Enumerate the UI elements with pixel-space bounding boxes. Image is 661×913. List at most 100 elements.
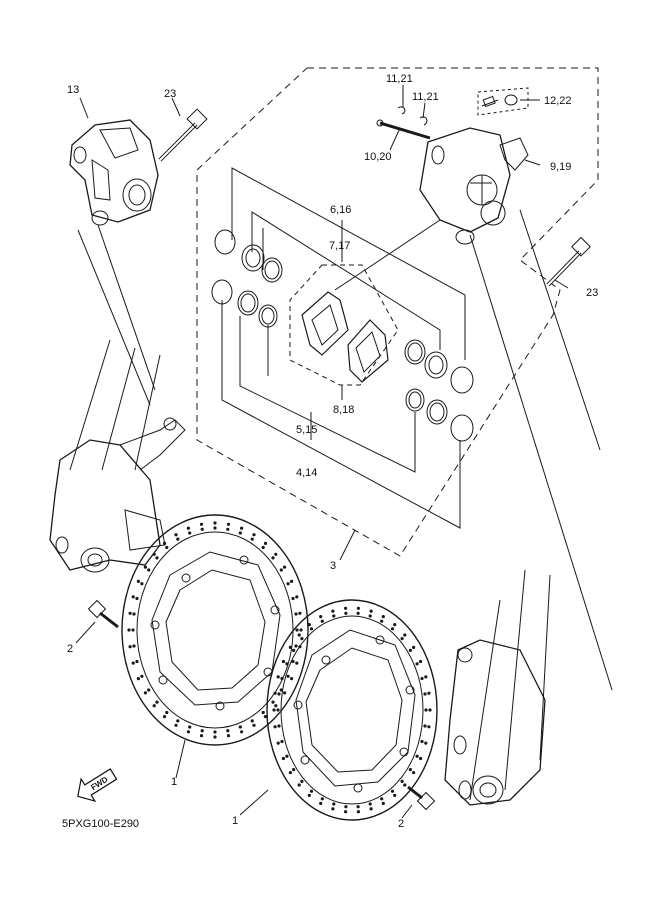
drill-hole [276, 741, 280, 745]
callout-23-right: 23 [586, 287, 599, 299]
drill-hole [292, 648, 296, 653]
callout-4-14: 4,14 [296, 467, 318, 479]
drill-hole [390, 789, 395, 793]
drill-hole [368, 802, 372, 806]
drill-hole [140, 674, 144, 678]
right-caliper [419, 127, 511, 245]
callout-23-left: 23 [164, 88, 177, 100]
drill-hole [381, 801, 385, 806]
drill-hole [331, 807, 335, 811]
drill-hole [344, 606, 348, 610]
drill-hole [131, 628, 135, 632]
drill-hole [132, 644, 136, 648]
drill-hole [299, 628, 303, 632]
drill-hole [240, 730, 244, 734]
drill-hole [400, 779, 404, 784]
drill-hole [274, 704, 278, 708]
pin-clip-a [397, 106, 406, 115]
left-caliper-bolt [158, 108, 208, 162]
drill-hole [381, 615, 385, 619]
drill-hole [261, 545, 265, 550]
drill-hole [188, 725, 192, 729]
drill-hole [369, 807, 373, 811]
drill-hole [135, 596, 139, 601]
drill-hole [200, 729, 204, 733]
drill-hole [143, 691, 147, 695]
drill-hole [319, 615, 323, 619]
drill-hole [238, 725, 242, 729]
drill-hole [423, 692, 427, 696]
fwd-arrow-icon: FWD [77, 768, 118, 803]
drill-hole [420, 676, 424, 681]
drill-hole [403, 783, 407, 787]
drill-hole [273, 725, 277, 729]
callout-10-20: 10,20 [364, 151, 392, 163]
drill-hole [283, 691, 287, 695]
drill-hole [162, 541, 167, 546]
drill-hole [143, 565, 147, 569]
drill-hole [332, 614, 336, 618]
left-fork-leg [49, 339, 186, 573]
drill-hole [213, 521, 217, 525]
drill-hole [131, 595, 135, 599]
drill-hole [152, 552, 156, 556]
drill-hole [252, 723, 256, 727]
drill-hole [285, 662, 289, 666]
drill-hole [424, 675, 428, 679]
drill-hole [271, 700, 275, 704]
drill-hole [261, 710, 265, 715]
drill-hole [250, 537, 254, 541]
drill-hole [428, 708, 432, 712]
drill-hole [424, 741, 428, 745]
drill-hole [155, 556, 159, 560]
drill-hole [369, 609, 373, 613]
drill-hole [226, 729, 230, 733]
drill-hole [240, 526, 244, 530]
drill-hole [276, 708, 280, 712]
callout-8-18: 8,18 [333, 404, 355, 416]
drill-hole [356, 606, 360, 610]
disc-bolt-left [87, 599, 119, 629]
drill-hole [263, 541, 268, 546]
drill-hole [165, 545, 169, 550]
drill-hole [420, 739, 424, 744]
drill-hole [408, 648, 412, 653]
drill-hole [277, 692, 281, 696]
drill-hole [176, 537, 180, 541]
drill-hole [295, 661, 299, 665]
drill-hole [162, 715, 167, 719]
left-caliper [69, 119, 159, 226]
drill-hole [165, 710, 169, 715]
drill-hole [286, 582, 290, 586]
callout-2-right: 2 [398, 818, 405, 830]
drill-hole [279, 688, 283, 692]
drill-hole [274, 552, 278, 556]
drill-hole [295, 628, 299, 632]
drill-hole [408, 768, 412, 772]
drill-hole [176, 719, 180, 723]
pad-spring [499, 137, 529, 171]
caliper-pin [379, 121, 431, 140]
callout-11-21-b: 11,21 [412, 91, 439, 103]
drill-hole [356, 805, 360, 809]
drill-hole [300, 637, 304, 641]
disc-drill-holes [127, 521, 432, 814]
drill-hole [238, 531, 242, 535]
drill-hole [309, 789, 314, 793]
callout-7-17: 7,17 [329, 240, 351, 252]
drill-hole [298, 611, 302, 615]
drill-hole [136, 677, 140, 681]
drill-hole [213, 730, 217, 734]
drill-hole [279, 568, 283, 572]
drill-hole [288, 645, 292, 650]
drill-hole [309, 627, 314, 631]
drill-hole [250, 719, 254, 723]
drill-hole [294, 612, 298, 616]
drill-hole [427, 725, 431, 729]
drill-hole [186, 730, 190, 734]
drill-hole [331, 609, 335, 613]
drill-hole [152, 704, 156, 708]
callout-12-22: 12,22 [544, 95, 572, 107]
callout-6-16: 6,16 [330, 204, 352, 216]
drill-hole [320, 797, 324, 801]
